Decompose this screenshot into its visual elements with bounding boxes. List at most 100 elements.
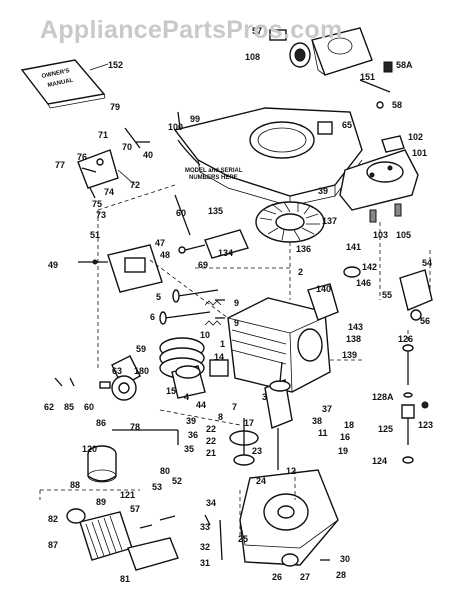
callout-1: 1 [220, 339, 225, 349]
callout-33: 33 [200, 522, 210, 532]
callout-3: 3 [262, 392, 267, 402]
callout-25: 25 [238, 534, 248, 544]
callout-19: 19 [338, 446, 348, 456]
fuel-tank-part [269, 27, 373, 76]
callout-99: 99 [190, 114, 200, 124]
callout-21: 21 [206, 448, 216, 458]
governor-linkage-part [77, 127, 141, 199]
callout-11: 11 [318, 428, 328, 438]
callout-152: 152 [108, 60, 123, 70]
callout-180: 180 [134, 366, 149, 376]
assembly-leader-lines [39, 184, 431, 540]
callout-2-top: 2 [298, 267, 303, 277]
callout-101: 101 [412, 148, 427, 158]
watermark-text: AppliancePartsPros.com [40, 16, 343, 44]
callout-53: 53 [152, 482, 162, 492]
callout-85: 85 [64, 402, 74, 412]
callout-28: 28 [336, 570, 346, 580]
callout-58A: 58A [396, 60, 413, 70]
callout-47: 47 [155, 238, 165, 248]
callout-7: 7 [232, 402, 237, 412]
callout-63: 63 [112, 366, 122, 376]
callout-121: 121 [120, 490, 135, 500]
valves-part [159, 289, 222, 326]
dipstick-part [401, 344, 429, 464]
callout-32: 32 [200, 542, 210, 552]
callout-71: 71 [98, 130, 108, 140]
hardware-fasteners [54, 111, 330, 561]
callout-36: 36 [188, 430, 198, 440]
callout-79: 79 [110, 102, 120, 112]
callout-72: 72 [130, 180, 140, 190]
model-note-line2: NUMBERS HERE [189, 175, 238, 181]
callout-59: 59 [136, 344, 146, 354]
callout-31: 31 [200, 558, 210, 568]
callout-125: 125 [378, 424, 393, 434]
callout-15: 15 [166, 386, 176, 396]
callout-126: 126 [398, 334, 413, 344]
model-note-line1: MODEL and SERIAL [185, 168, 243, 174]
muffler-part [339, 135, 419, 223]
callout-39-top: 39 [318, 186, 328, 196]
callout-40: 40 [143, 150, 153, 160]
callout-27: 27 [300, 572, 310, 582]
callout-56: 56 [420, 316, 430, 326]
callout-57-lower: 57 [130, 504, 140, 514]
callout-120: 120 [82, 444, 97, 454]
callout-74: 74 [104, 187, 114, 197]
callout-numbers: 152 57 108 151 58A 58 79 100 99 65 71 70… [44, 26, 433, 584]
callout-34: 34 [206, 498, 216, 508]
callout-37: 37 [322, 404, 332, 414]
callout-73: 73 [96, 210, 106, 220]
callout-26: 26 [272, 572, 282, 582]
blower-housing-part [173, 107, 363, 207]
manual-label-line1: OWNER'S [41, 68, 70, 80]
callout-80: 80 [160, 466, 170, 476]
callout-89: 89 [96, 497, 106, 507]
callout-137: 137 [322, 216, 337, 226]
callout-81: 81 [120, 574, 130, 584]
callout-9-upper: 9 [234, 298, 239, 308]
callout-69: 69 [198, 260, 208, 270]
callout-87: 87 [48, 540, 58, 550]
callout-128A: 128A [372, 392, 394, 402]
callout-58: 58 [392, 100, 402, 110]
callout-138: 138 [346, 334, 361, 344]
callout-82: 82 [48, 514, 58, 524]
connecting-rod-part [99, 355, 141, 401]
callout-65: 65 [342, 120, 352, 130]
callout-108: 108 [245, 52, 260, 62]
callout-14: 14 [214, 352, 224, 362]
cylinder-block-part [209, 297, 331, 393]
callout-151: 151 [360, 72, 375, 82]
callout-102: 102 [408, 132, 423, 142]
callout-86: 86 [96, 418, 106, 428]
owners-manual-part: OWNER'S MANUAL [20, 59, 109, 109]
callout-38: 38 [312, 416, 322, 426]
callout-105: 105 [396, 230, 411, 240]
crankshaft-part [264, 361, 293, 470]
callout-51: 51 [90, 230, 100, 240]
callout-8: 8 [218, 412, 223, 422]
callout-12: 12 [286, 466, 296, 476]
callout-17: 17 [244, 418, 254, 428]
callout-16: 16 [340, 432, 350, 442]
callout-143: 143 [348, 322, 363, 332]
piston-part [159, 337, 206, 399]
callout-44: 44 [196, 400, 206, 410]
callout-24: 24 [256, 476, 266, 486]
carburetor-part [78, 244, 163, 293]
manual-label-line2: MANUAL [47, 78, 74, 89]
callout-139: 139 [342, 350, 357, 360]
callout-60-top: 60 [176, 208, 186, 218]
callout-39-lower: 39 [186, 416, 196, 426]
callout-62: 62 [44, 402, 54, 412]
callout-35: 35 [184, 444, 194, 454]
callout-134: 134 [218, 248, 233, 258]
callout-146: 146 [356, 278, 371, 288]
callout-9-lower: 9 [234, 318, 239, 328]
callout-77: 77 [55, 160, 65, 170]
callout-88: 88 [70, 480, 80, 490]
callout-22a: 22 [206, 424, 216, 434]
